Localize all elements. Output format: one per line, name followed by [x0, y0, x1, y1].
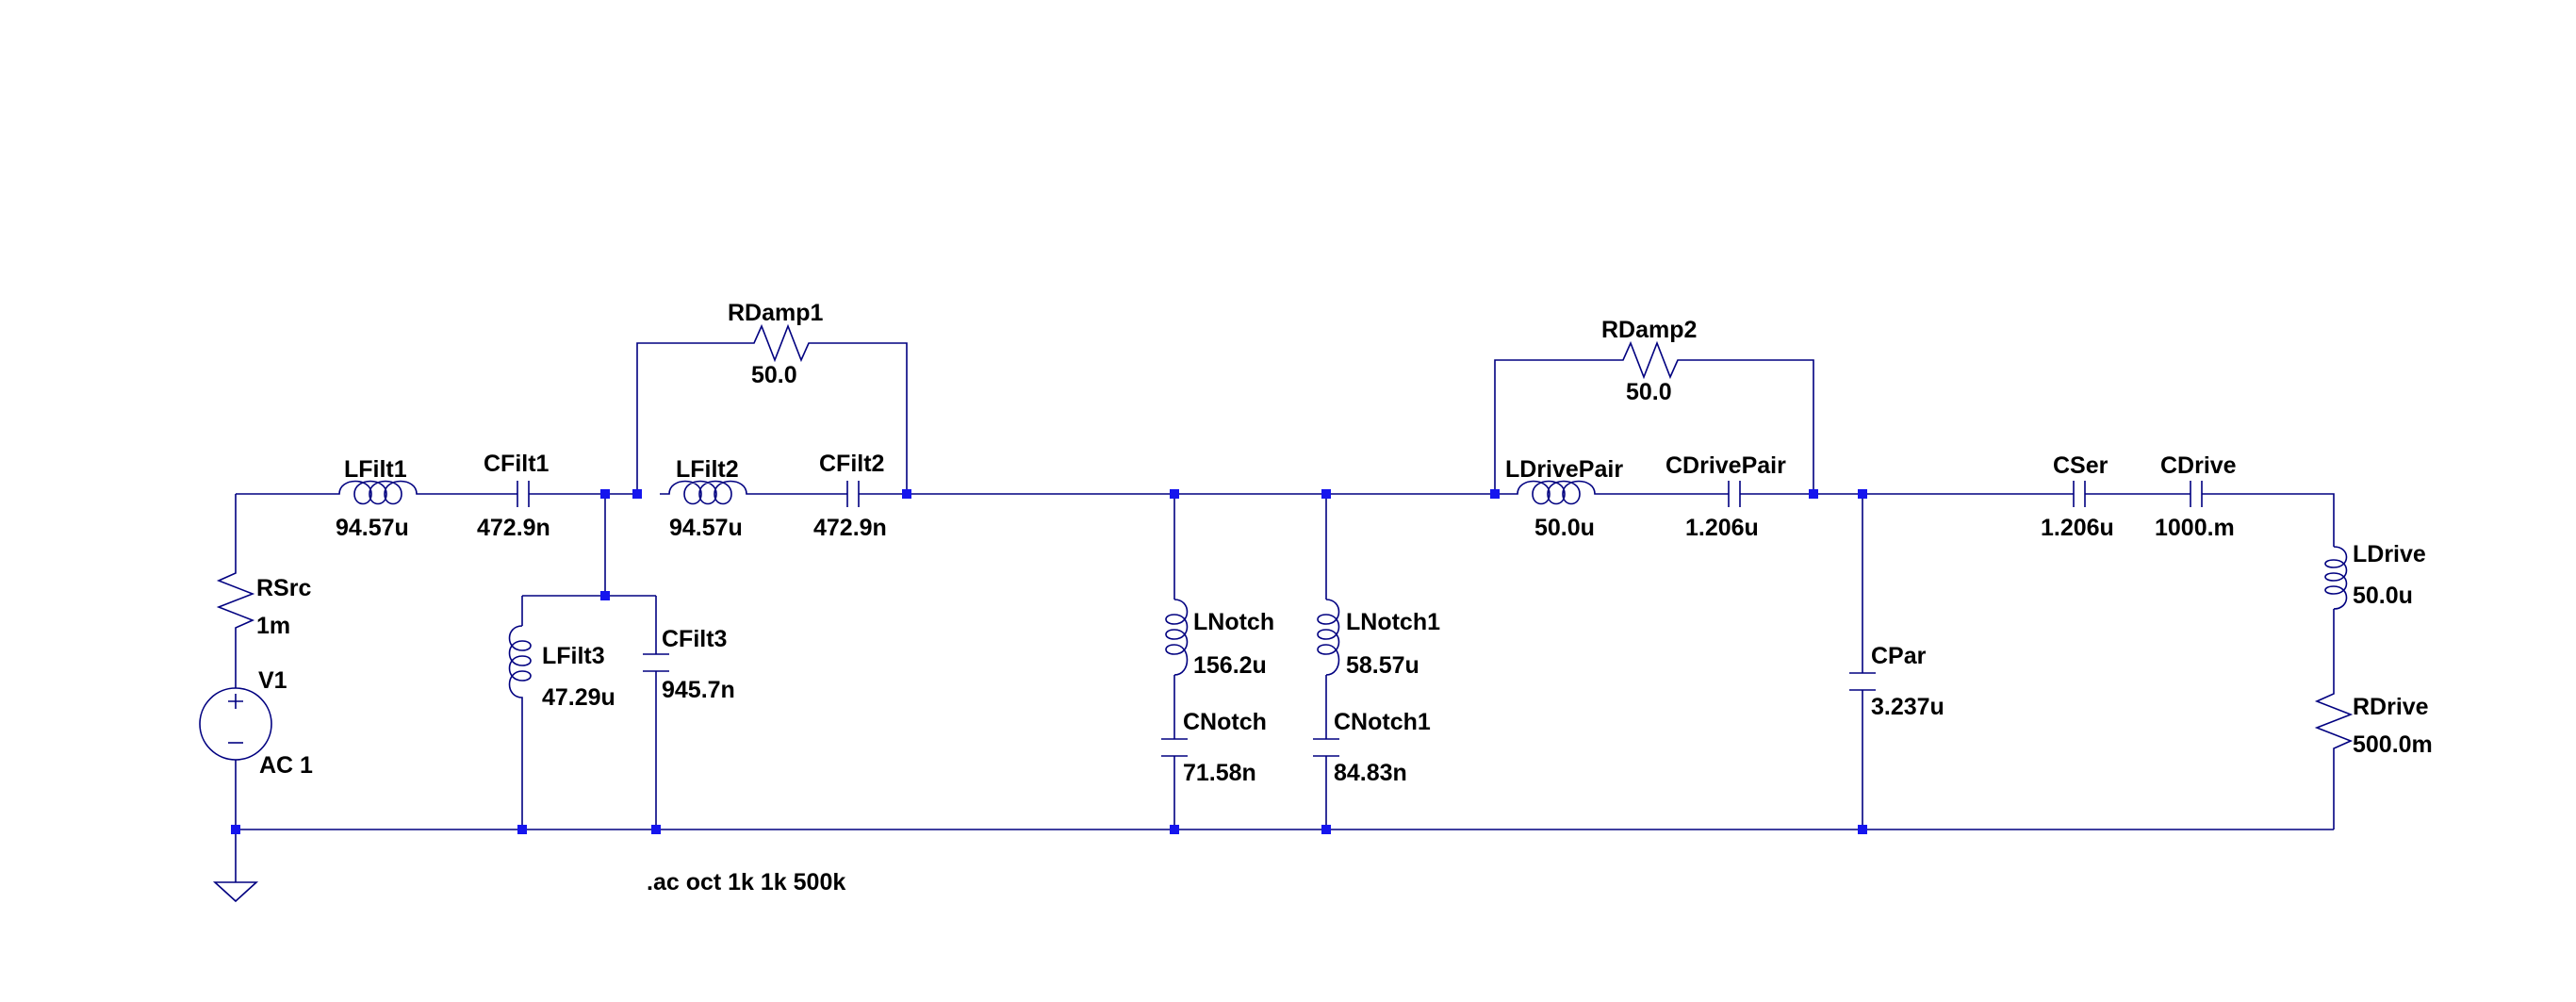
rsrc-value: 1m [256, 613, 290, 639]
lnotch1-name: LNotch1 [1346, 609, 1440, 635]
junction-node [600, 489, 610, 499]
v1-name: V1 [258, 667, 287, 694]
capacitor-cnotch [1161, 738, 1188, 757]
junction-node [632, 489, 642, 499]
cpar-name: CPar [1871, 643, 1927, 669]
cdrive-name: CDrive [2160, 452, 2237, 479]
ldrivepair-name: LDrivePair [1505, 456, 1623, 483]
junction-node [1858, 489, 1867, 499]
spice-directive: .ac oct 1k 1k 500k [647, 869, 845, 895]
ldrive-name: LDrive [2353, 541, 2426, 567]
inductor-ldrive [2324, 546, 2348, 610]
cfilt2-name: CFilt2 [819, 451, 884, 477]
wires [235, 342, 2335, 882]
resistor-rsrc [216, 564, 255, 637]
cnotch1-name: CNotch1 [1334, 709, 1431, 735]
junction-node [600, 591, 610, 600]
capacitor-cdrive [2181, 481, 2211, 507]
lnotch1-value: 58.57u [1346, 652, 1419, 679]
resistor-rdamp2 [1614, 340, 1689, 380]
cnotch-value: 71.58n [1183, 760, 1256, 786]
junction-node [231, 825, 240, 834]
cfilt3-name: CFilt3 [662, 626, 727, 652]
junction-node [517, 825, 527, 834]
voltage-source-v1 [199, 687, 272, 761]
junction-node [1490, 489, 1500, 499]
junction-node [902, 489, 911, 499]
lfilt2-value: 94.57u [669, 515, 743, 541]
junction-node [1170, 825, 1179, 834]
rdrive-name: RDrive [2353, 694, 2429, 720]
cdrivepair-value: 1.206u [1685, 515, 1759, 541]
lfilt3-name: LFilt3 [542, 643, 605, 669]
cnotch-name: CNotch [1183, 709, 1267, 735]
rdrive-value: 500.0m [2353, 731, 2433, 758]
cfilt3-value: 945.7n [662, 677, 735, 703]
wire [2211, 493, 2335, 547]
resistor-rdamp1 [745, 323, 820, 363]
wire [820, 342, 908, 494]
cnotch1-value: 84.83n [1334, 760, 1407, 786]
capacitor-cser [2064, 481, 2094, 507]
resistor-rdrive [2314, 684, 2354, 760]
junction-node [1170, 489, 1179, 499]
component-labels: LFilt1 94.57u CFilt1 472.9n LFilt2 94.57… [256, 300, 2433, 895]
junction-node [651, 825, 661, 834]
cfilt2-value: 472.9n [813, 515, 887, 541]
lfilt1-value: 94.57u [336, 515, 409, 541]
ldrive-value: 50.0u [2353, 583, 2413, 609]
capacitor-cfilt2 [839, 481, 867, 507]
rdamp2-value: 50.0 [1626, 379, 1672, 405]
junction-nodes [231, 489, 1867, 834]
cfilt1-name: CFilt1 [484, 451, 550, 477]
capacitor-cfilt3 [643, 653, 669, 672]
cfilt1-value: 472.9n [477, 515, 550, 541]
ground-symbol [212, 881, 259, 903]
lfilt3-value: 47.29u [542, 684, 615, 711]
cpar-value: 3.237u [1871, 694, 1944, 720]
wire [1689, 359, 1814, 494]
v1-value: AC 1 [259, 752, 313, 779]
ldrivepair-value: 50.0u [1534, 515, 1595, 541]
lfilt1-name: LFilt1 [344, 456, 407, 483]
lnotch-value: 156.2u [1193, 652, 1267, 679]
wire [636, 342, 745, 494]
cdrivepair-name: CDrivePair [1665, 452, 1786, 479]
inductor-lnotch [1165, 599, 1189, 676]
lfilt2-name: LFilt2 [676, 456, 739, 483]
rdamp2-name: RDamp2 [1601, 317, 1697, 343]
junction-node [1321, 489, 1331, 499]
inductor-lfilt3 [508, 625, 532, 716]
junction-node [1321, 825, 1331, 834]
rdamp1-name: RDamp1 [728, 300, 824, 326]
inductor-lfilt1 [330, 480, 424, 505]
inductor-lnotch1 [1317, 599, 1340, 676]
junction-node [1809, 489, 1818, 499]
inductor-lfilt2 [660, 480, 754, 505]
lnotch-name: LNotch [1193, 609, 1274, 635]
capacitor-cpar [1849, 672, 1876, 691]
wire [1494, 359, 1614, 494]
rdamp1-value: 50.0 [751, 362, 797, 388]
cser-value: 1.206u [2041, 515, 2114, 541]
inductor-ldrivepair [1499, 480, 1602, 505]
junction-node [1858, 825, 1867, 834]
cser-name: CSer [2053, 452, 2108, 479]
capacitor-cnotch1 [1313, 738, 1339, 757]
capacitor-cdrivepair [1715, 481, 1753, 507]
rsrc-name: RSrc [256, 575, 311, 601]
cdrive-value: 1000.m [2155, 515, 2235, 541]
capacitor-cfilt1 [500, 481, 547, 507]
